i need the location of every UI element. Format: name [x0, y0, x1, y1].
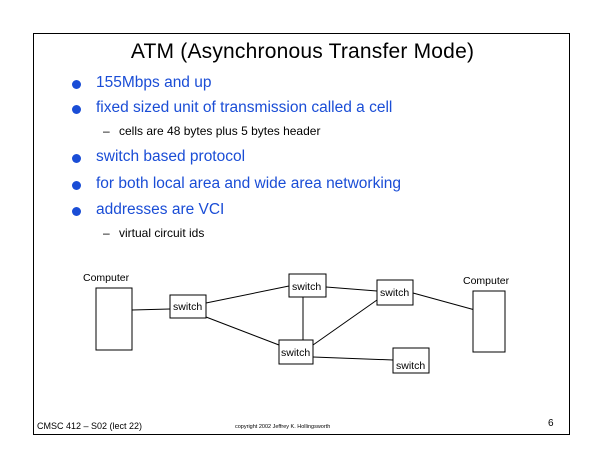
slide-title: ATM (Asynchronous Transfer Mode)	[130, 40, 475, 63]
computer-right-box	[472, 290, 506, 353]
bullet-text: 155Mbps and up	[96, 74, 212, 91]
bullet-dot-icon	[72, 207, 81, 216]
switch-label: switch	[380, 287, 409, 299]
sub-bullet-item: –cells are 48 bytes plus 5 bytes header	[103, 124, 320, 138]
page-number: 6	[548, 418, 554, 429]
computer-left-box	[95, 287, 133, 351]
dash-icon: –	[103, 124, 110, 138]
computer-right-label: Computer	[463, 275, 510, 287]
switch-box	[376, 279, 414, 306]
bullet-text: fixed sized unit of transmission called …	[96, 99, 393, 116]
link-line	[325, 286, 378, 292]
link-line	[312, 299, 378, 346]
sub-bullet-text: virtual circuit ids	[119, 226, 205, 240]
footer-course: CMSC 412 – S02 (lect 22)	[37, 421, 143, 431]
switch-box	[288, 273, 327, 298]
bullet-dot-icon	[72, 80, 81, 89]
switch-label: switch	[281, 347, 310, 359]
switch-label: switch	[173, 301, 202, 313]
slide-frame	[33, 33, 570, 435]
bullet-dot-icon	[72, 154, 81, 163]
computer-left-label: Computer	[83, 272, 130, 284]
link-line	[131, 308, 171, 311]
footer-copyright: copyright 2002 Jeffrey K. Hollingsworth	[235, 424, 331, 430]
switch-box	[392, 347, 430, 374]
link-line	[312, 356, 394, 361]
dash-icon: –	[103, 226, 110, 240]
bullet-dot-icon	[72, 105, 81, 114]
bullet-text: addresses are VCI	[96, 201, 225, 218]
switch-box	[278, 339, 314, 365]
sub-bullet-text: cells are 48 bytes plus 5 bytes header	[119, 124, 321, 138]
bullet-dot-icon	[72, 181, 81, 190]
bullet-text: for both local area and wide area networ…	[96, 175, 402, 192]
link-line	[205, 285, 290, 304]
sub-bullet-item: –virtual circuit ids	[103, 226, 204, 240]
switch-label: switch	[396, 360, 425, 372]
switch-box	[169, 294, 207, 319]
switch-label: switch	[292, 281, 321, 293]
link-line	[205, 316, 280, 346]
bullet-text: switch based protocol	[96, 148, 246, 165]
link-line	[412, 292, 476, 311]
